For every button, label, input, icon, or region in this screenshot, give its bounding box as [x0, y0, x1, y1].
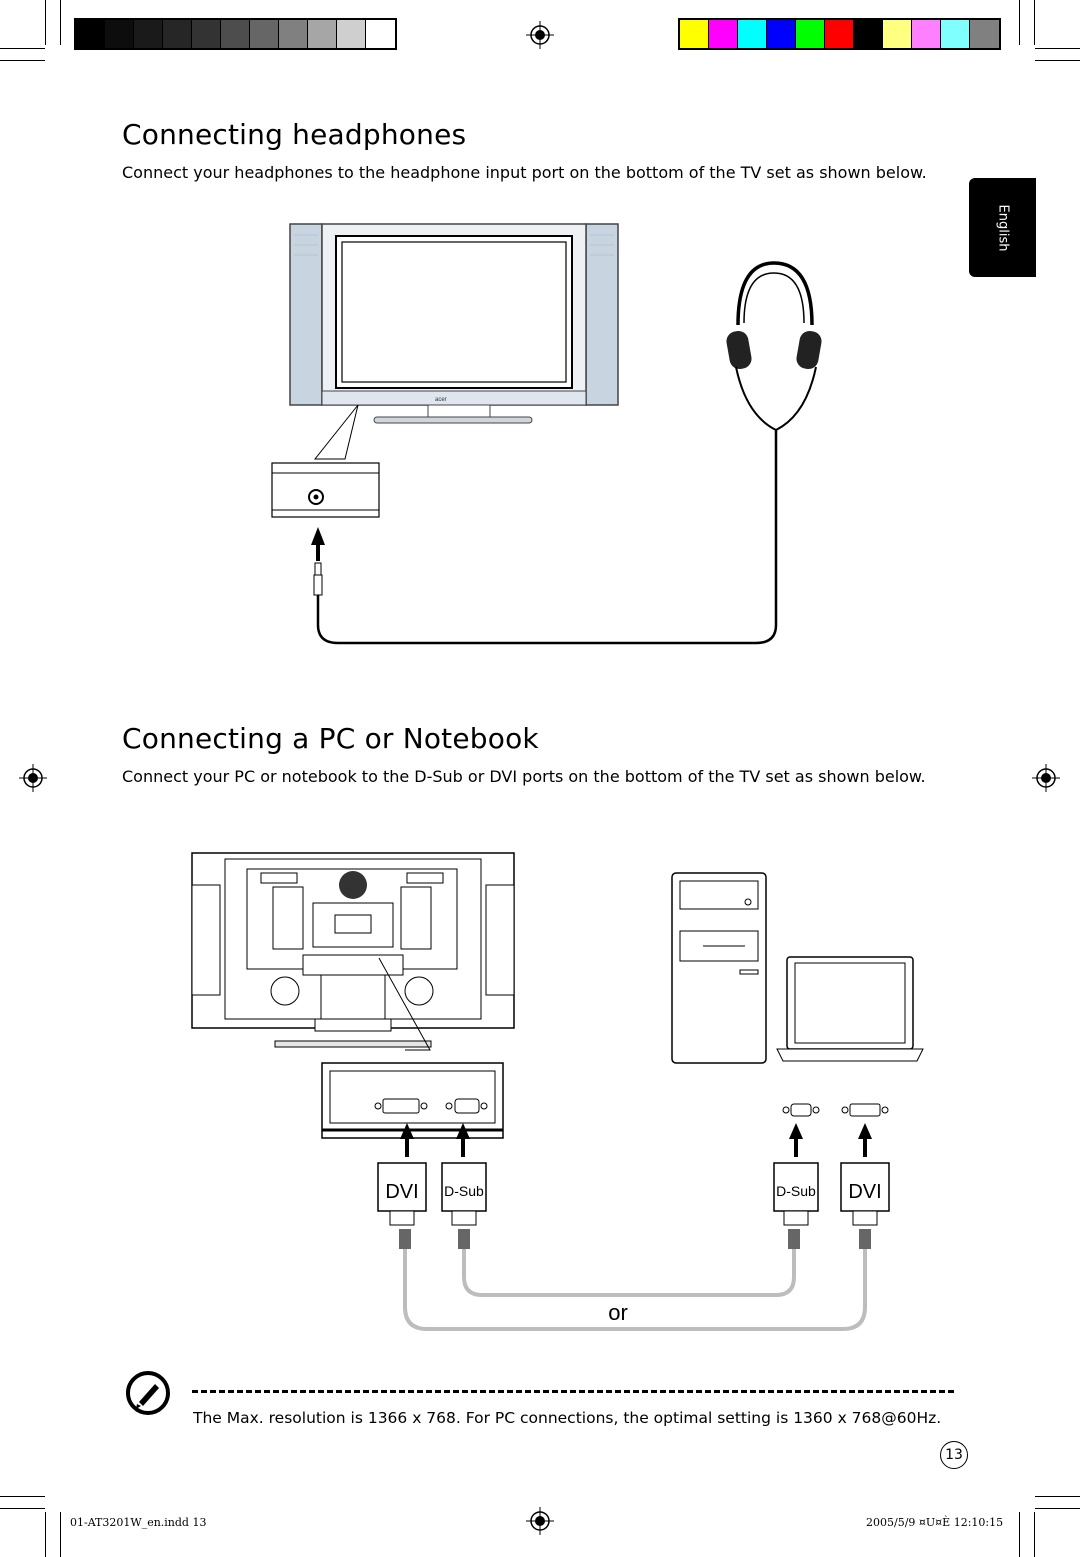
crop-mark — [1035, 1496, 1080, 1497]
color-swatch — [912, 20, 941, 48]
crop-mark — [0, 48, 45, 49]
note-icon — [126, 1371, 170, 1415]
dsub-connector-icon — [441, 1162, 487, 1226]
section-description-headphones: Connect your headphones to the headphone… — [122, 163, 927, 182]
note-text: The Max. resolution is 1366 x 768. For P… — [193, 1409, 942, 1427]
color-swatch — [883, 20, 912, 48]
dsub-label: D-Sub — [444, 1183, 484, 1199]
dvi-port-icon — [374, 1098, 428, 1114]
pc-tower-illustration — [671, 872, 767, 1064]
footer-timestamp: 2005/5/9 ¤U¤È 12:10:15 — [866, 1516, 1004, 1529]
svg-text:acer: acer — [435, 397, 447, 403]
dvi-connector-icon — [377, 1162, 427, 1226]
crop-mark — [45, 1512, 46, 1557]
color-swatch — [970, 20, 999, 48]
tv-illustration: acer — [289, 223, 619, 424]
crop-mark — [60, 0, 61, 45]
pc-connection-diagram: DVI D-Sub D-Sub DVI or — [191, 852, 924, 1331]
color-swatch — [941, 20, 970, 48]
crop-mark — [1035, 1508, 1080, 1509]
color-swatch — [76, 20, 105, 48]
registration-mark-icon — [526, 21, 554, 49]
section-title-pc: Connecting a PC or Notebook — [122, 722, 539, 755]
color-swatch — [709, 20, 738, 48]
language-tab-label: English — [995, 204, 1010, 251]
section-description-pc: Connect your PC or notebook to the D-Sub… — [122, 767, 926, 786]
page-number: 13 — [940, 1441, 968, 1469]
crop-mark — [0, 60, 45, 61]
headphones-icon — [726, 261, 822, 447]
crop-mark — [1035, 60, 1080, 61]
color-swatch — [738, 20, 767, 48]
crop-mark — [0, 1508, 45, 1509]
note-divider — [192, 1390, 954, 1393]
dvi-label: DVI — [385, 1181, 418, 1203]
dvi-connector-icon — [840, 1162, 890, 1226]
dvi-port-icon — [841, 1103, 889, 1117]
headphones-connection-diagram: acer — [271, 223, 822, 645]
crop-mark — [45, 0, 46, 45]
section-title-headphones: Connecting headphones — [122, 118, 467, 151]
color-swatch — [854, 20, 883, 48]
crop-mark — [60, 1512, 61, 1557]
crop-mark — [1019, 0, 1020, 45]
registration-mark-icon — [526, 1507, 554, 1535]
footer-filename: 01-AT3201W_en.indd 13 — [70, 1516, 207, 1529]
color-swatch — [308, 20, 337, 48]
registration-mark-icon — [19, 764, 47, 792]
arrow-up-icon — [400, 1123, 872, 1157]
dsub-label: D-Sub — [776, 1183, 816, 1199]
or-label: or — [608, 1300, 628, 1325]
dsub-port-icon — [782, 1103, 820, 1117]
color-swatch — [192, 20, 221, 48]
tv-rear-illustration — [191, 852, 515, 1048]
dvi-label: DVI — [848, 1181, 881, 1203]
color-swatch — [366, 20, 395, 48]
color-swatch — [680, 20, 709, 48]
crop-mark — [1034, 1512, 1035, 1557]
grayscale-calibration-bar — [74, 18, 397, 50]
color-swatch — [279, 20, 308, 48]
color-calibration-bar — [678, 18, 1001, 50]
language-tab: English — [969, 178, 1036, 277]
color-swatch — [825, 20, 854, 48]
crop-mark — [1035, 48, 1080, 49]
color-swatch — [796, 20, 825, 48]
audio-plug-icon — [313, 562, 323, 596]
color-swatch — [337, 20, 366, 48]
arrow-up-icon — [311, 527, 325, 561]
color-swatch — [250, 20, 279, 48]
color-swatch — [163, 20, 192, 48]
registration-mark-icon — [1032, 764, 1060, 792]
crop-mark — [1019, 1512, 1020, 1557]
color-swatch — [221, 20, 250, 48]
crop-mark — [0, 1496, 45, 1497]
color-swatch — [134, 20, 163, 48]
dsub-connector-icon — [773, 1162, 819, 1226]
laptop-illustration — [776, 956, 924, 1062]
crop-mark — [1034, 0, 1035, 45]
color-swatch — [105, 20, 134, 48]
color-swatch — [767, 20, 796, 48]
dsub-port-icon — [445, 1098, 488, 1114]
